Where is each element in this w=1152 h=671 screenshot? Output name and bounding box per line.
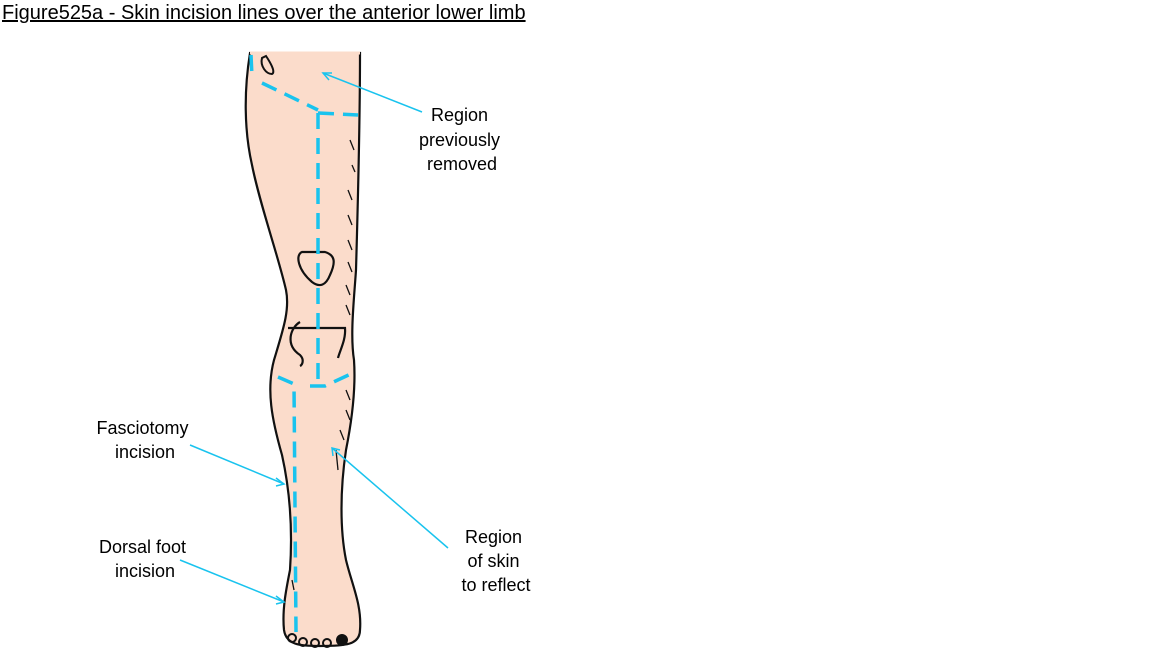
shading-hatching xyxy=(291,139,356,591)
label-region-to-reflect: Region of skin to reflect xyxy=(461,527,530,595)
tibial-plateau-outline xyxy=(288,321,347,367)
toes xyxy=(287,633,348,648)
leg-outline xyxy=(244,51,362,648)
figure-title: Figure525a - Skin incision lines over th… xyxy=(2,2,526,24)
hip-bone-outline xyxy=(260,54,275,76)
patella-outline xyxy=(297,250,335,287)
pointer-lines xyxy=(179,72,449,605)
incision-lines xyxy=(249,54,359,633)
label-region-removed: Region previously removed xyxy=(419,105,505,174)
label-dorsal-foot-incision: Dorsal foot incision xyxy=(99,537,191,581)
label-fasciotomy-incision: Fasciotomy incision xyxy=(96,418,193,462)
